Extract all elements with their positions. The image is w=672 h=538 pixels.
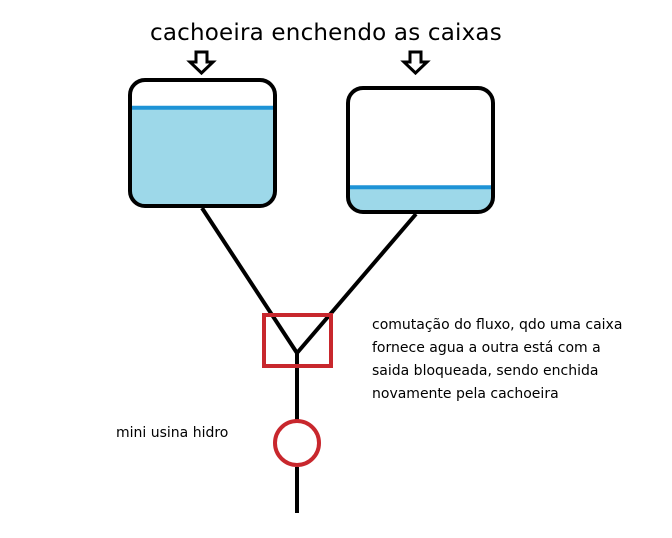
left-tank-outline <box>128 78 277 208</box>
turbine-label: mini usina hidro <box>116 425 229 441</box>
left-pipe <box>200 206 299 355</box>
note-line: comutação do fluxo, qdo uma caixa <box>372 317 623 333</box>
turbine-circle <box>273 419 321 467</box>
right-tank-outline <box>346 86 495 214</box>
flow-switch-box <box>262 313 333 368</box>
flow-switch-note: comutação do fluxo, qdo uma caixa fornec… <box>372 314 622 406</box>
right-tank <box>346 86 495 214</box>
left-tank-water <box>130 107 275 206</box>
diagram-title: cachoeira enchendo as caixas <box>150 20 502 46</box>
right-pipe <box>295 212 418 355</box>
note-line: saida bloqueada, sendo enchida <box>372 363 599 379</box>
right-tank-water <box>348 187 493 212</box>
left-tank <box>128 78 277 208</box>
left-inflow-arrow-icon <box>186 50 217 76</box>
note-line: fornece agua a outra está com a <box>372 340 601 356</box>
right-inflow-arrow-icon <box>400 50 431 76</box>
note-line: novamente pela cachoeira <box>372 386 559 402</box>
